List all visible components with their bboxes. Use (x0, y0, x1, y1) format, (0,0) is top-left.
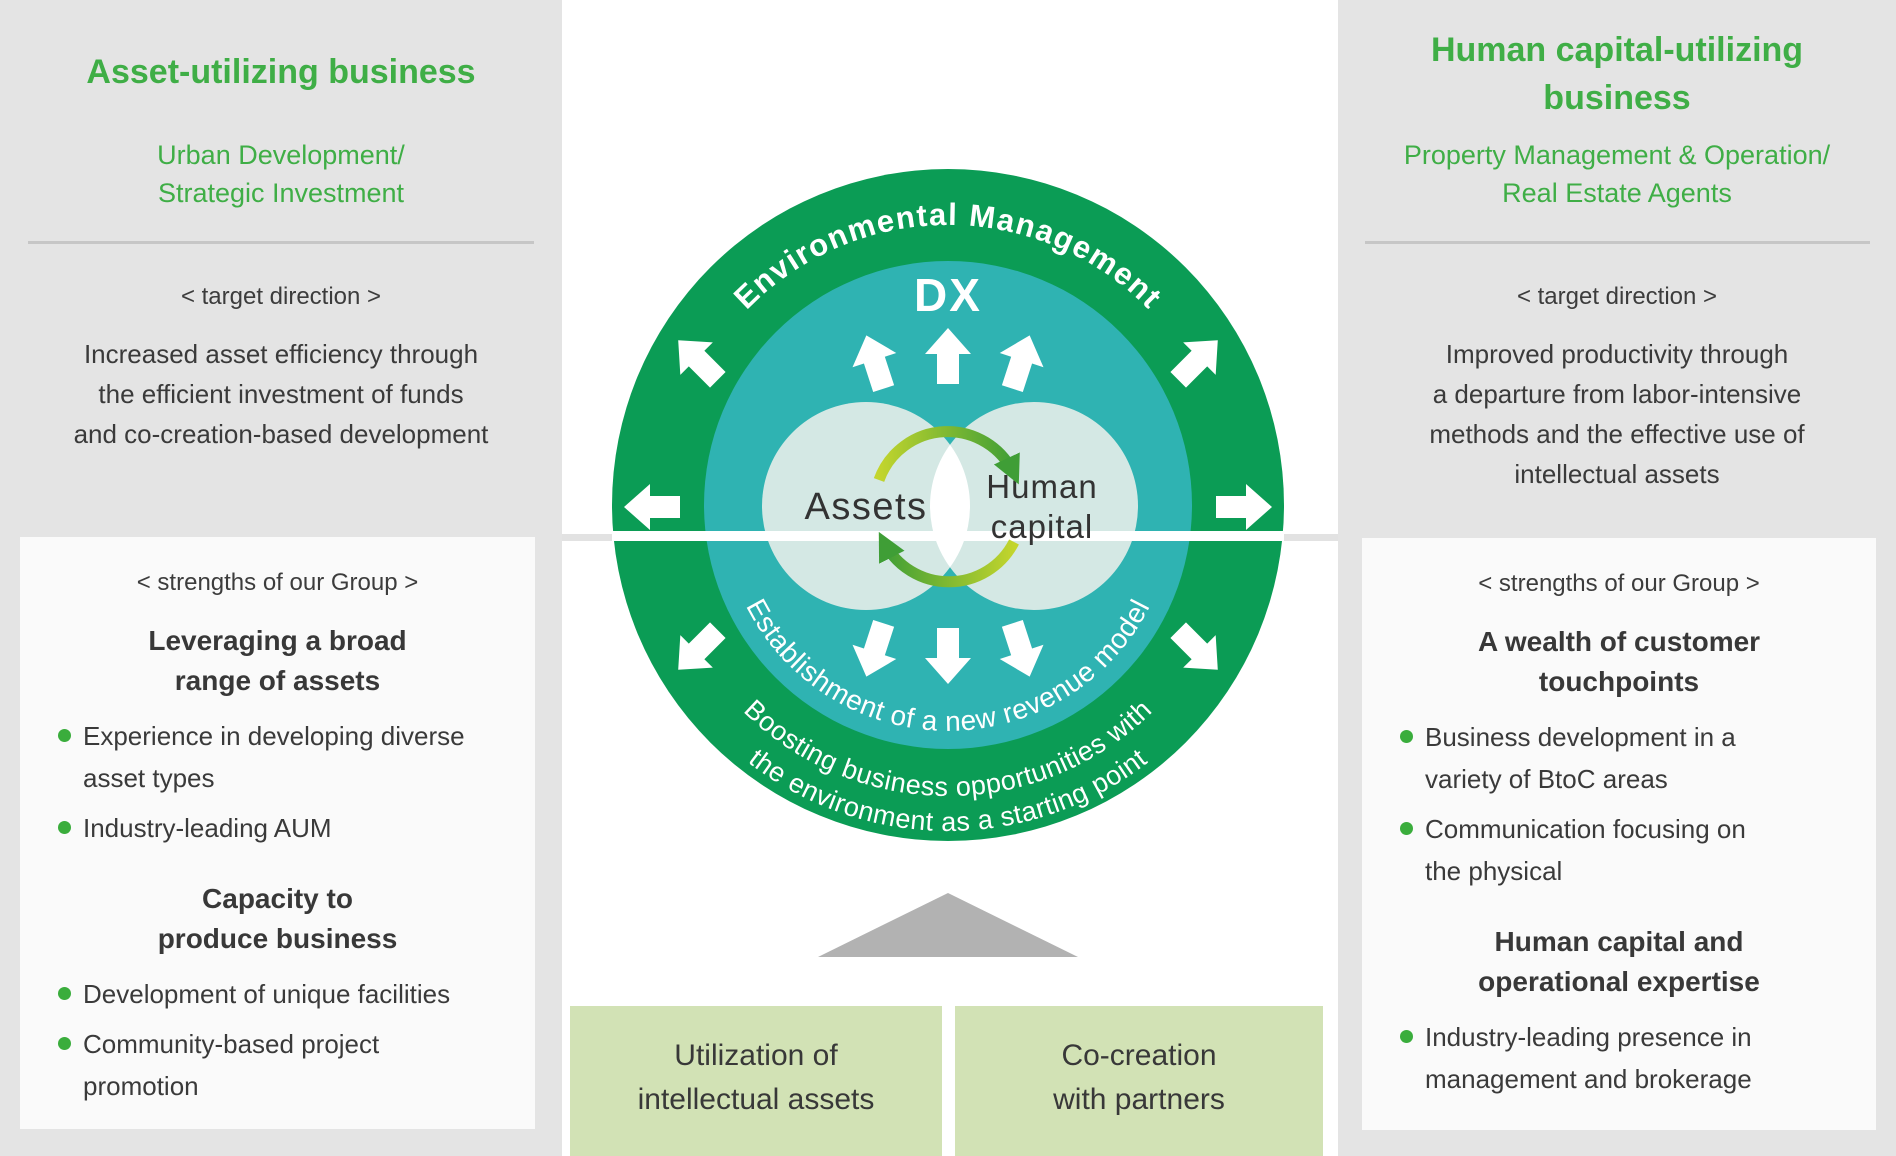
target-direction-text: Improved productivity through a departur… (1338, 334, 1896, 494)
bullet-line: management and brokerage (1425, 1064, 1752, 1094)
right-panel-title: Human capital-utilizing business (1338, 26, 1896, 122)
heading-line: produce business (157, 923, 398, 954)
target-line: and co-creation-based development (73, 419, 489, 449)
human-capital-circle (930, 402, 1138, 610)
strengths-bullets: Industry-leading presence in management … (1400, 1016, 1868, 1100)
heading-line: A wealth of customer (1477, 626, 1761, 657)
target-line: the efficient investment of funds (98, 379, 464, 409)
strengths-label: < strengths of our Group > (136, 569, 419, 596)
target-line: a departure from labor-intensive (1432, 379, 1802, 409)
human-capital-label-line1: Human (986, 468, 1097, 505)
bottom-box-intellectual-assets: Utilization of intellectual assets (570, 1006, 942, 1156)
bullet-line: promotion (83, 1071, 199, 1101)
bullet-line: asset types (83, 763, 215, 793)
strengths-heading: Leveraging a broad range of assets (20, 621, 535, 701)
bullet-dot-icon (1400, 730, 1413, 743)
left-panel-asset-utilizing: Asset-utilizing business Urban Developme… (0, 0, 562, 1156)
bullet-line: the physical (1425, 856, 1563, 886)
heading-line: touchpoints (1538, 666, 1700, 697)
bullet-dot-icon (1400, 822, 1413, 835)
bullet-line: Development of unique facilities (83, 979, 451, 1009)
target-line: Improved productivity through (1445, 339, 1789, 369)
bottom-box-co-creation: Co-creation with partners (955, 1006, 1323, 1156)
white-split-band (612, 531, 1284, 541)
target-direction-text: Increased asset efficiency through the e… (0, 334, 562, 454)
cycle-arrows (873, 426, 1020, 588)
heading-line: range of assets (174, 665, 381, 696)
bullet-line: Communication focusing on (1425, 814, 1746, 844)
strengths-heading: A wealth of customer touchpoints (1362, 622, 1876, 702)
strengths-heading: Human capital and operational expertise (1362, 922, 1876, 1002)
title-line: business (1543, 79, 1691, 117)
subtitle-line: Strategic Investment (157, 178, 405, 208)
assets-circle (762, 402, 970, 610)
left-panel-title: Asset-utilizing business (86, 53, 476, 91)
triangle-pointer-icon (818, 893, 1078, 957)
left-panel-subtitle: Urban Development/ Strategic Investment (0, 136, 562, 212)
strengths-bullets: Business development in a variety of Bto… (1400, 716, 1868, 892)
dx-label: DX (914, 269, 982, 321)
target-line: methods and the effective use of (1429, 419, 1805, 449)
assets-label: Assets (804, 486, 927, 528)
bullet-dot-icon (58, 821, 71, 834)
right-panel-subtitle: Property Management & Operation/ Real Es… (1338, 136, 1896, 212)
list-item: Development of unique facilities (58, 973, 527, 1015)
cycle-arrow-top-icon (873, 426, 1020, 485)
bullet-dot-icon (58, 987, 71, 1000)
environmental-management-diagram: Environmental Management Establishment o… (562, 169, 1338, 957)
right-strengths-card: < strengths of our Group > A wealth of c… (1362, 538, 1876, 1130)
strengths-heading: Capacity to produce business (20, 879, 535, 959)
box-line: with partners (1053, 1083, 1225, 1116)
bullet-dot-icon (1400, 1030, 1413, 1043)
heading-line: Capacity to (202, 883, 353, 914)
divider-line (1365, 241, 1870, 244)
bullet-line: Industry-leading presence in (1425, 1022, 1752, 1052)
left-strengths-card: < strengths of our Group > Leveraging a … (20, 537, 535, 1129)
bullet-line: Experience in developing diverse (83, 721, 465, 751)
strengths-label: < strengths of our Group > (1478, 570, 1760, 597)
heading-line: Human capital and (1494, 926, 1744, 957)
target-line: intellectual assets (1514, 459, 1720, 489)
right-panel-human-capital: Human capital-utilizing business Propert… (1338, 0, 1896, 1156)
divider-line (28, 241, 534, 244)
list-item: Business development in a variety of Bto… (1400, 716, 1868, 800)
heading-line: operational expertise (1478, 966, 1760, 997)
cycle-arrow-bottom-icon (878, 531, 1019, 588)
bullet-dot-icon (58, 729, 71, 742)
human-capital-label-line2: capital (991, 508, 1093, 545)
list-item: Community-based project promotion (58, 1023, 527, 1107)
bullet-dot-icon (58, 1037, 71, 1050)
heading-line: Leveraging a broad (148, 625, 407, 656)
list-item: Experience in developing diverse asset t… (58, 715, 527, 799)
subtitle-line: Property Management & Operation/ (1403, 140, 1831, 170)
list-item: Industry-leading AUM (58, 807, 527, 849)
strengths-bullets: Experience in developing diverse asset t… (58, 715, 527, 849)
bullet-line: variety of BtoC areas (1425, 764, 1668, 794)
list-item: Communication focusing on the physical (1400, 808, 1868, 892)
box-line: intellectual assets (637, 1083, 875, 1116)
bullet-line: Industry-leading AUM (83, 813, 332, 843)
subtitle-line: Real Estate Agents (1502, 178, 1732, 208)
list-item: Industry-leading presence in management … (1400, 1016, 1868, 1100)
box-line: Co-creation (1061, 1039, 1217, 1072)
subtitle-line: Urban Development/ (157, 140, 405, 170)
target-line: Increased asset efficiency through (83, 339, 479, 369)
bullet-line: Community-based project (83, 1029, 380, 1059)
title-line: Human capital-utilizing (1430, 31, 1804, 69)
strengths-bullets: Development of unique facilities Communi… (58, 973, 527, 1107)
target-direction-label: < target direction > (180, 283, 382, 310)
bullet-line: Business development in a (1425, 722, 1736, 752)
box-line: Utilization of (674, 1039, 838, 1072)
target-direction-label: < target direction > (1516, 283, 1718, 310)
